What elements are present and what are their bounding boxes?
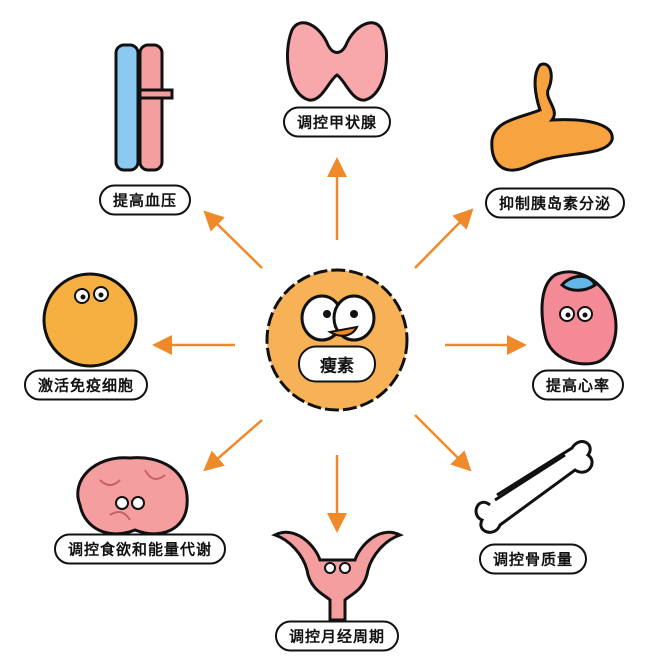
leptin-label: 瘦素 — [298, 345, 376, 383]
arrow-insulin — [414, 208, 474, 269]
arrow-bone — [414, 414, 472, 472]
pancreas-icon — [490, 62, 614, 172]
immune-cell-icon — [42, 272, 138, 368]
arrow-blood-pressure — [203, 210, 263, 269]
label-appetite: 调控食欲和能量代谢 — [53, 533, 227, 565]
leptin-character — [265, 268, 409, 412]
heart-icon — [540, 270, 618, 366]
label-heart-rate: 提高心率 — [531, 369, 625, 401]
label-thyroid: 调控甲状腺 — [282, 106, 392, 138]
blood-vessel-icon — [114, 43, 174, 172]
bone-icon — [474, 440, 594, 534]
label-blood-pressure: 提高血压 — [98, 184, 192, 216]
label-insulin: 抑制胰岛素分泌 — [484, 187, 626, 219]
brain-icon — [76, 456, 189, 536]
thyroid-icon — [285, 21, 389, 102]
label-immune: 激活免疫细胞 — [23, 369, 149, 401]
arrows — [152, 157, 527, 533]
label-menstrual: 调控月经周期 — [274, 620, 400, 652]
uterus-icon — [271, 530, 404, 622]
label-bone: 调控骨质量 — [478, 543, 588, 575]
arrow-appetite — [203, 419, 263, 472]
